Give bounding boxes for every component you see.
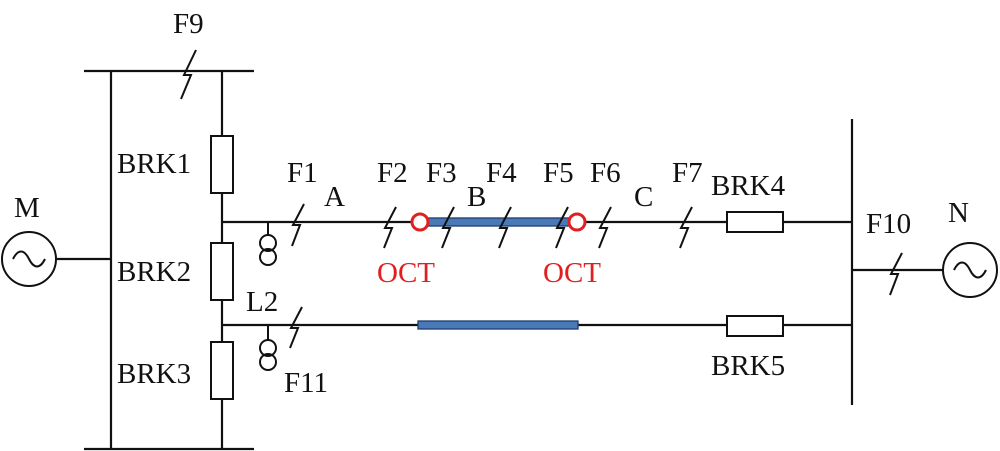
- fault-f10-label: F10: [866, 208, 911, 240]
- source-m-label: M: [14, 192, 40, 224]
- fault-arrow-f11-icon: [289, 306, 303, 349]
- oct-right-label: OCT: [543, 257, 601, 289]
- source-n-icon: [942, 242, 998, 298]
- fault-arrow-f9-icon: [180, 49, 197, 100]
- fault-arrow-f7-icon: [679, 206, 693, 249]
- brk3-label: BRK3: [117, 358, 191, 390]
- source-m-wave: [12, 250, 46, 268]
- breaker-brk1: [210, 135, 234, 194]
- breaker-brk3: [210, 341, 234, 400]
- fault-f7-label: F7: [672, 157, 703, 189]
- line1-cable-section: [427, 217, 570, 227]
- fault-f1-label: F1: [287, 157, 318, 189]
- fault-arrow-f2-icon: [383, 206, 397, 249]
- breaker-brk5: [726, 315, 784, 337]
- fault-f9-label: F9: [173, 8, 204, 40]
- brk4-label: BRK4: [711, 170, 786, 202]
- fault-arrow-f4-icon: [498, 206, 512, 249]
- ct2-upper-coil-icon: [259, 339, 277, 357]
- ct2-lower-coil-icon: [259, 353, 277, 371]
- oct-left-joint-icon: [410, 212, 430, 232]
- breaker-brk2: [210, 242, 234, 301]
- fault-f4-label: F4: [486, 157, 517, 189]
- fault-arrow-f5-icon: [555, 206, 569, 249]
- ct1-lower-coil-icon: [259, 248, 277, 266]
- oct-left-label: OCT: [377, 257, 435, 289]
- fault-f5-label: F5: [543, 157, 574, 189]
- brk1-label: BRK1: [117, 148, 191, 180]
- fault-arrow-f6-icon: [598, 206, 612, 249]
- fault-f2-label: F2: [377, 157, 408, 189]
- fault-arrow-f10-icon: [889, 252, 903, 296]
- line2-label: L2: [246, 286, 278, 318]
- brk2-label: BRK2: [117, 256, 191, 288]
- source-m-icon: [1, 231, 57, 287]
- fault-f3-label: F3: [426, 157, 457, 189]
- oct-right-joint-icon: [567, 212, 587, 232]
- point-c-label: C: [634, 181, 653, 213]
- point-a-label: A: [324, 181, 345, 213]
- fault-arrow-f3-icon: [441, 206, 455, 249]
- brk5-label: BRK5: [711, 350, 785, 382]
- fault-arrows: [180, 49, 903, 349]
- ct1-upper-coil-icon: [259, 234, 277, 252]
- source-n-label: N: [948, 197, 969, 229]
- breaker-brk4: [726, 211, 784, 233]
- fault-f11-label: F11: [284, 367, 328, 399]
- fault-f6-label: F6: [590, 157, 621, 189]
- line2-cable-section: [417, 320, 579, 330]
- fault-arrow-f1-icon: [291, 203, 305, 247]
- source-n-wave: [953, 261, 987, 279]
- point-b-label: B: [467, 181, 486, 213]
